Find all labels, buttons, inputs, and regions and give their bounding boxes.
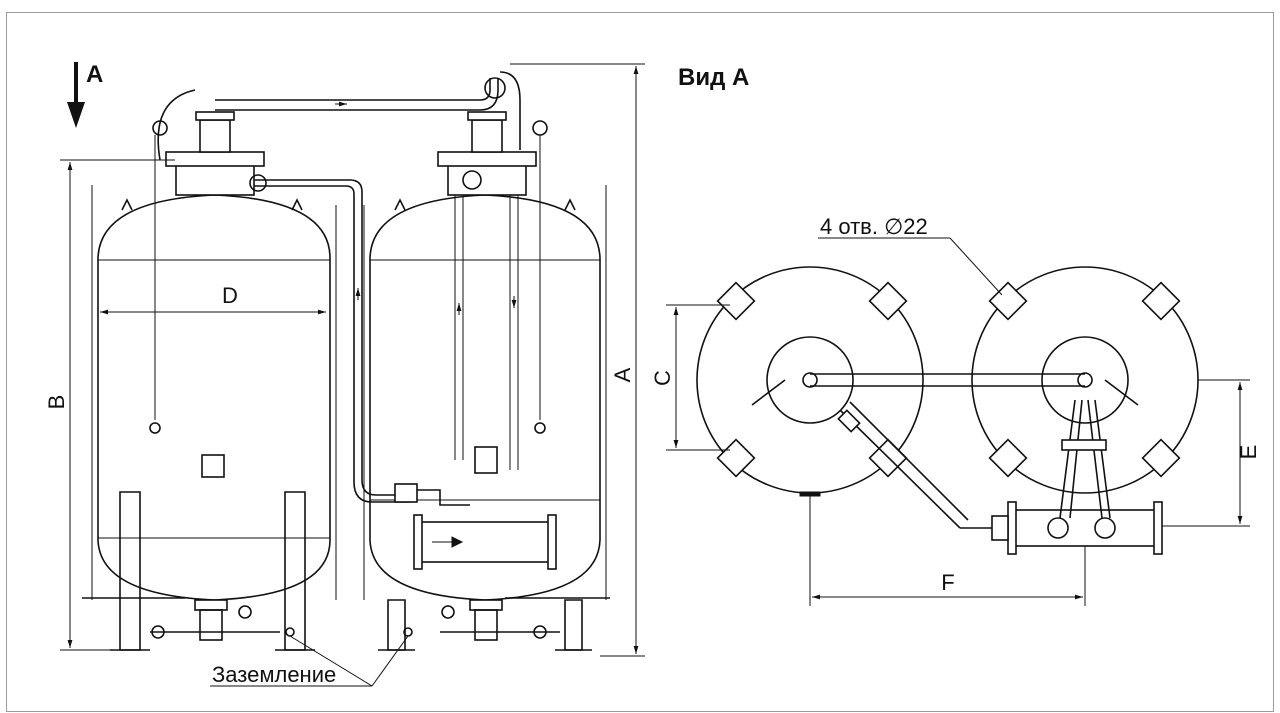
holes-callout: 4 отв. ∅22 (818, 214, 1003, 296)
grounding-callout: Заземление (210, 627, 413, 687)
dimension-d-label: D (222, 283, 238, 308)
dimension-e-label: E (1236, 445, 1261, 460)
top-view: Вид А (650, 64, 1261, 606)
dimension-c: C (650, 304, 730, 451)
interconnecting-piping (157, 71, 521, 506)
right-tank (363, 111, 610, 651)
dimension-e: E (1162, 379, 1261, 527)
grounding-label: Заземление (212, 662, 336, 687)
view-a-title: Вид А (678, 64, 749, 91)
plan-piping (751, 373, 1163, 555)
drawing-frame (6, 12, 1274, 712)
view-arrow-label: A (86, 61, 103, 88)
dimension-c-label: C (650, 370, 675, 386)
view-arrow: A (67, 61, 103, 128)
dimension-a: A (510, 63, 645, 657)
dimension-d: D (100, 283, 326, 315)
dimension-b-label: B (44, 395, 69, 410)
holes-note-label: 4 отв. ∅22 (820, 214, 928, 239)
front-view: A (44, 61, 645, 687)
dimension-b: B (44, 159, 175, 651)
dimension-f: F (809, 494, 1086, 606)
left-tank (82, 111, 337, 651)
dimension-a-label: A (610, 367, 635, 382)
support-pads (716, 281, 1181, 478)
dimension-f-label: F (941, 570, 954, 595)
